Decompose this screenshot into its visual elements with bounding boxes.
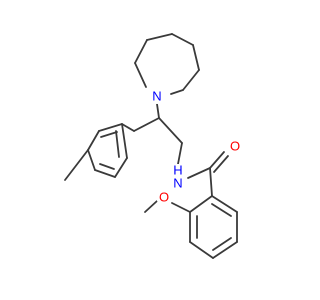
amide-nitrogen-label: N — [173, 176, 182, 191]
bond — [189, 241, 214, 259]
bond — [134, 39, 148, 64]
atom-label-methoxy-oxygen: O — [156, 189, 172, 205]
ethylene-linker — [133, 103, 183, 165]
molecule-structure-drawing: N H N O O — [64, 33, 243, 259]
amide-group — [187, 151, 229, 197]
bond — [182, 69, 200, 91]
amide-hydrogen-label: H — [173, 163, 182, 178]
methoxy-oxygen-label: O — [159, 190, 169, 205]
bond — [212, 237, 232, 251]
bond — [158, 117, 183, 144]
bond — [146, 33, 173, 41]
methoxybenzene-ring — [144, 195, 238, 259]
label-background — [170, 164, 186, 188]
bond — [189, 195, 213, 213]
azepane-ring — [134, 33, 200, 95]
ring-nitrogen-label: N — [152, 89, 161, 104]
bond — [87, 130, 100, 151]
bond — [121, 123, 128, 159]
bond — [170, 89, 184, 95]
bond — [212, 241, 238, 259]
bond — [115, 130, 120, 158]
methyl-bond — [144, 200, 158, 213]
atom-label-amide-nh: H N — [170, 163, 186, 191]
bond — [100, 131, 118, 138]
carbonyl-oxygen-label: O — [230, 139, 240, 154]
bond — [209, 151, 225, 169]
bond — [211, 195, 238, 213]
label-background — [149, 88, 165, 104]
tolyl-ring — [64, 123, 135, 181]
bond — [213, 155, 229, 173]
bond — [114, 157, 128, 178]
bond — [192, 44, 200, 71]
bond — [94, 169, 116, 178]
bond — [99, 163, 115, 170]
bond — [187, 167, 211, 179]
label-background — [227, 138, 243, 154]
bond — [98, 123, 123, 132]
bond — [134, 62, 147, 88]
atom-label-ring-nitrogen: N — [149, 88, 165, 104]
bond — [87, 149, 96, 171]
bond — [177, 142, 183, 165]
label-background — [156, 189, 172, 205]
bond — [133, 117, 160, 132]
bond — [209, 167, 213, 197]
bond — [121, 123, 135, 132]
bond — [156, 103, 160, 119]
methyl-bond — [64, 149, 89, 181]
methoxy-bond — [171, 202, 191, 213]
atom-label-carbonyl-oxygen: O — [227, 138, 243, 154]
bond — [211, 203, 232, 217]
bond — [171, 33, 194, 46]
